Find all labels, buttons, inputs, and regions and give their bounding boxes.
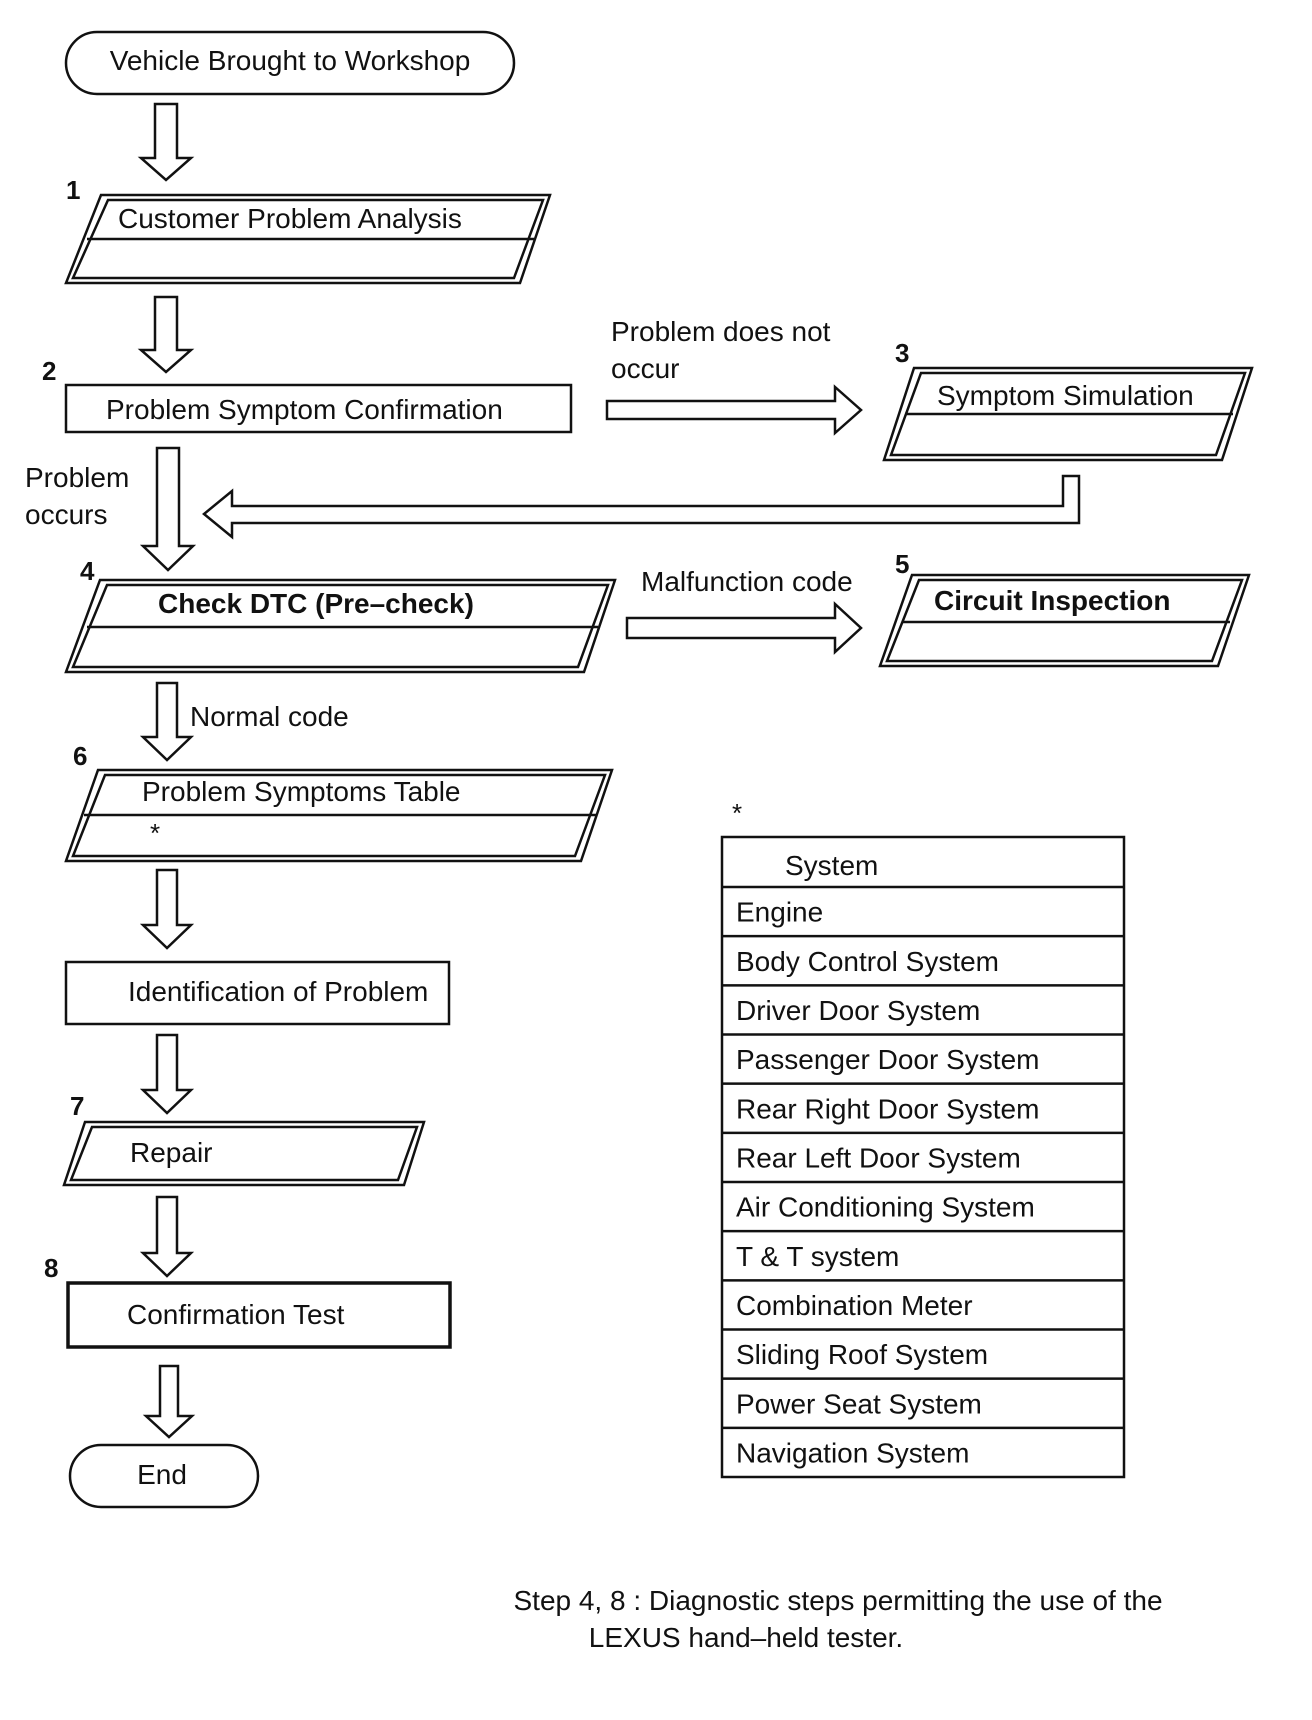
down-arrow <box>137 295 195 374</box>
step-4-label: Check DTC (Pre–check) <box>158 588 474 619</box>
table-row: Passenger Door System <box>736 1044 1039 1075</box>
down-arrow <box>139 1195 195 1278</box>
step-1-label: Customer Problem Analysis <box>118 203 462 234</box>
table-row: Rear Left Door System <box>736 1142 1021 1173</box>
step-6-number: 6 <box>73 741 87 771</box>
table-header: System <box>785 850 878 881</box>
edge-not-occur-label-2: occur <box>611 353 679 384</box>
table-row: Power Seat System <box>736 1388 982 1419</box>
step-4-node: 4 Check DTC (Pre–check) <box>64 556 617 674</box>
table-row: Combination Meter <box>736 1290 973 1321</box>
down-arrow <box>137 102 195 182</box>
right-arrow <box>625 601 863 655</box>
edge-occurs-label: Problem <box>25 462 129 493</box>
edge-occurs-label-2: occurs <box>25 499 107 530</box>
step-6-label: Problem Symptoms Table <box>142 776 461 807</box>
step-5-number: 5 <box>895 549 909 579</box>
end-label: End <box>137 1459 187 1490</box>
identification-node: Identification of Problem <box>64 960 451 1026</box>
step-2-label: Problem Symptom Confirmation <box>106 394 503 425</box>
step-4-number: 4 <box>80 556 95 586</box>
step-2-node: 2 Problem Symptom Confirmation <box>42 356 573 434</box>
table-row: Rear Right Door System <box>736 1093 1039 1124</box>
table-row: T & T system <box>736 1241 899 1272</box>
edge-malfunction-label: Malfunction code <box>641 566 853 597</box>
step-3-label: Symptom Simulation <box>937 380 1194 411</box>
step-7-number: 7 <box>70 1091 84 1121</box>
down-arrow <box>139 868 195 950</box>
step-7-label: Repair <box>130 1137 212 1168</box>
table-mark: * <box>732 798 742 828</box>
return-arrow <box>202 474 1081 540</box>
step-6-mark: * <box>150 818 160 848</box>
edge-normal-label: Normal code <box>190 701 349 732</box>
edge-not-occur-label: Problem does not <box>611 316 831 347</box>
step-3-node: 3 Symptom Simulation <box>882 338 1254 462</box>
table-row: Driver Door System <box>736 995 980 1026</box>
table-row: Navigation System <box>736 1437 969 1468</box>
step-3-number: 3 <box>895 338 909 368</box>
step-1-number: 1 <box>66 175 80 205</box>
table-row: Sliding Roof System <box>736 1339 988 1370</box>
right-arrow <box>605 384 863 436</box>
step-5-node: 5 Circuit Inspection <box>878 549 1251 668</box>
note-line-2: LEXUS hand–held tester. <box>589 1622 903 1653</box>
down-arrow <box>139 681 195 762</box>
down-arrow <box>139 1033 195 1115</box>
step-8-label: Confirmation Test <box>127 1299 345 1330</box>
step-5-label: Circuit Inspection <box>934 585 1170 616</box>
step-1-node: 1 Customer Problem Analysis <box>64 175 552 285</box>
table-row: Air Conditioning System <box>736 1192 1035 1223</box>
start-node: Vehicle Brought to Workshop <box>64 30 516 96</box>
end-node: End <box>68 1443 260 1509</box>
step-7-node: 7 Repair <box>62 1091 426 1187</box>
down-arrow <box>142 1364 196 1439</box>
start-label: Vehicle Brought to Workshop <box>110 45 471 76</box>
step-8-number: 8 <box>44 1253 58 1283</box>
table-row: Engine <box>736 897 823 928</box>
table-row: Body Control System <box>736 946 999 977</box>
identification-label: Identification of Problem <box>128 976 428 1007</box>
step-6-node: 6 Problem Symptoms Table * <box>64 741 614 863</box>
note-line-1: Step 4, 8 : Diagnostic steps permitting … <box>513 1585 1162 1616</box>
down-arrow <box>139 446 197 572</box>
step-2-number: 2 <box>42 356 56 386</box>
step-8-node: 8 Confirmation Test <box>44 1253 452 1349</box>
